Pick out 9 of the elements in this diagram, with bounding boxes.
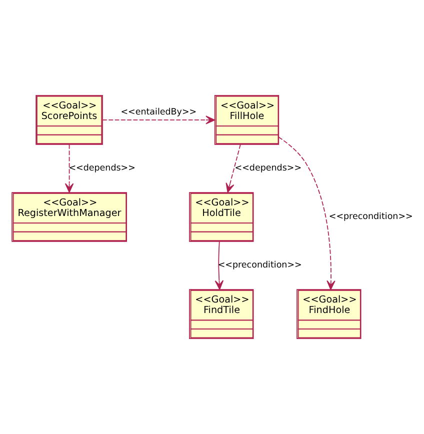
arrow bbox=[64, 144, 74, 193]
arrow bbox=[102, 116, 216, 124]
edge-label: <<depends>> bbox=[68, 164, 136, 174]
arrow bbox=[226, 144, 241, 193]
edge-label: <<entailedBy>> bbox=[120, 108, 197, 118]
edge-label: <<precondition>> bbox=[328, 212, 413, 222]
edge-label: <<depends>> bbox=[234, 164, 302, 174]
arrow bbox=[214, 241, 224, 290]
arrow bbox=[278, 136, 336, 290]
